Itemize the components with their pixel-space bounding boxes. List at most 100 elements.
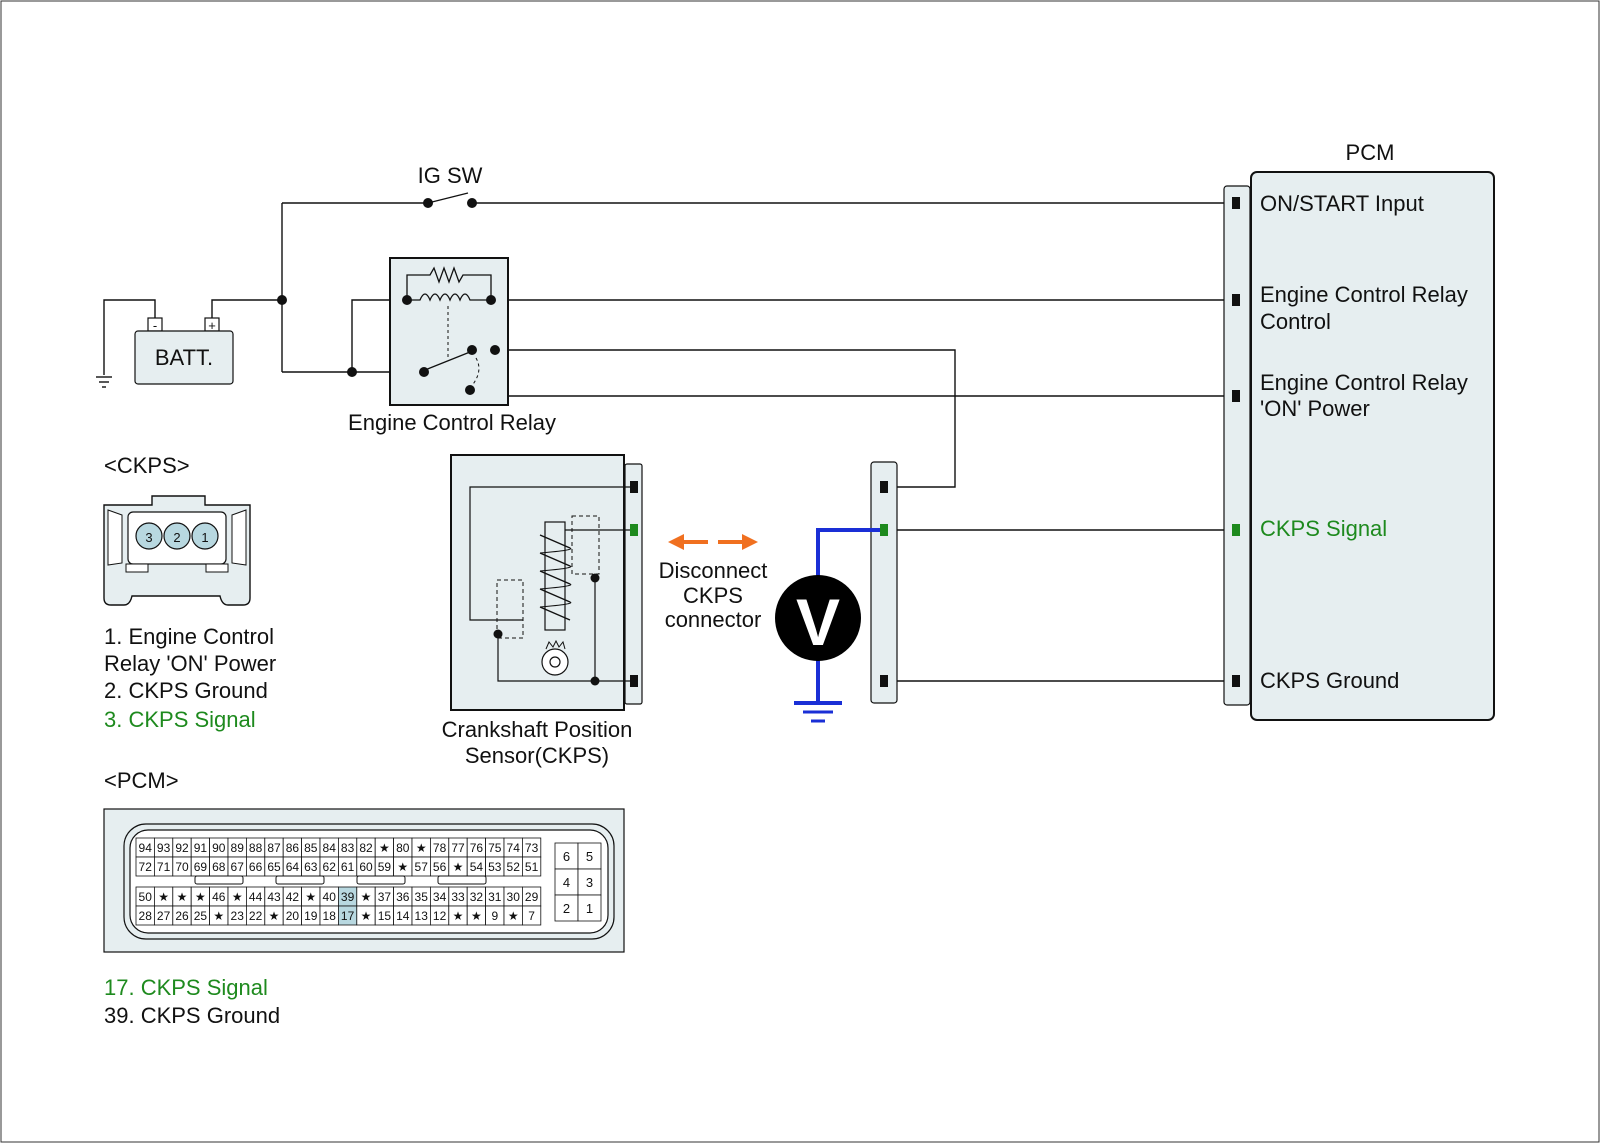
ig-sw-label: IG SW — [418, 163, 483, 188]
junction-dots — [277, 295, 357, 377]
pcm-small-pin-label: 2 — [563, 901, 570, 916]
pcm-pin-label: 50 — [139, 890, 153, 904]
pcm-pin-label: 51 — [525, 860, 539, 874]
pcm-pin-label: 42 — [286, 890, 300, 904]
pcm-pin-label: 18 — [323, 909, 337, 923]
pcm-pin-label: 33 — [451, 890, 465, 904]
pcm-pin-label: 43 — [267, 890, 281, 904]
pcm-small-pin-label: 6 — [563, 849, 570, 864]
pcm-pin-label: 60 — [359, 860, 373, 874]
pcm-pin-label: 84 — [323, 841, 337, 855]
pcm-pin-label: 12 — [433, 909, 447, 923]
voltmeter-label: V — [796, 585, 840, 659]
ckps-pin-1 — [191, 522, 219, 550]
ckps-connector-title: <CKPS> — [104, 453, 190, 478]
pcm-pin-label: 27 — [157, 909, 171, 923]
pcm-pin-label: 92 — [175, 841, 189, 855]
pcm-pin-label: ★ — [453, 860, 464, 874]
relay-coil-feed — [351, 299, 407, 372]
pcm-small-pin-label: 1 — [586, 901, 593, 916]
pcm-title: PCM — [1346, 140, 1395, 165]
pcm-pin-label: 46 — [212, 890, 226, 904]
relay-label: Engine Control Relay — [348, 410, 556, 435]
pcm-pin-label: ★ — [508, 909, 519, 923]
pcm-pin-label: ★ — [379, 841, 390, 855]
pcm-pin-label: 56 — [433, 860, 447, 874]
pcm-pin-label: 63 — [304, 860, 318, 874]
pcm-module: PCM ON/START Input Engine Control Relay … — [1223, 140, 1495, 721]
pcm-small-pin-label: 5 — [586, 849, 593, 864]
pcm-pin-label: 59 — [378, 860, 392, 874]
disconnect-label-2: CKPS — [683, 583, 743, 608]
batt-plus-label: + — [208, 318, 216, 333]
pcm-pin-label: 37 — [378, 890, 392, 904]
pcm-pin-label: ★ — [416, 841, 427, 855]
pcm-pin-label: ★ — [269, 909, 280, 923]
pcm-pin-label: 28 — [139, 909, 153, 923]
pcm-pin-label: 77 — [451, 841, 465, 855]
battery: - + BATT. — [134, 317, 234, 385]
ckps-pin-label: 2 — [173, 530, 180, 545]
pcm-on-start-label: ON/START Input — [1260, 191, 1424, 216]
ckps-legend-item1-line2: Relay 'ON' Power — [104, 651, 276, 676]
pcm-pin-label: 35 — [415, 890, 429, 904]
pcm-pin-label: 93 — [157, 841, 171, 855]
ground-symbol-icon — [96, 376, 112, 388]
ckps-sensor: Crankshaft Position Sensor(CKPS) — [442, 454, 643, 768]
pcm-pin-label: 36 — [396, 890, 410, 904]
pcm-pin-label: 76 — [470, 841, 484, 855]
pcm-pin-label: 14 — [396, 909, 410, 923]
ckps-pin-label: 1 — [201, 530, 208, 545]
pcm-pin-label: 57 — [415, 860, 429, 874]
disconnect-label-1: Disconnect — [659, 558, 768, 583]
pcm-legend-item39: 39. CKPS Ground — [104, 1003, 280, 1028]
batt-ground-wire — [103, 299, 156, 375]
pcm-pin-label: 32 — [470, 890, 484, 904]
relay-on-power-to-ckps — [495, 349, 956, 488]
pcm-ecr-control-label-2: Control — [1260, 309, 1331, 334]
pcm-pin-label: 53 — [488, 860, 502, 874]
ckps-legend-item3: 3. CKPS Signal — [104, 707, 256, 732]
pcm-pin-label: 85 — [304, 841, 318, 855]
pcm-pin-label: 7 — [528, 909, 535, 923]
pcm-pin-label: 69 — [194, 860, 208, 874]
pcm-pin-label: ★ — [453, 909, 464, 923]
pcm-pin-label: 88 — [249, 841, 263, 855]
pcm-pin-label: 17 — [341, 909, 355, 923]
pcm-pin-cell — [522, 905, 542, 926]
pcm-pin-label: 82 — [359, 841, 373, 855]
pcm-pin-label: 87 — [267, 841, 281, 855]
pcm-pin-label: 44 — [249, 890, 263, 904]
pcm-pin-label: 94 — [139, 841, 153, 855]
pcm-pin-label: 80 — [396, 841, 410, 855]
pcm-pin-label: 20 — [286, 909, 300, 923]
pcm-pin-label: 75 — [488, 841, 502, 855]
ckps-pin-label: 3 — [145, 530, 152, 545]
pcm-pin-label: 22 — [249, 909, 263, 923]
batt-label: BATT. — [155, 345, 213, 370]
pcm-pin-label: 66 — [249, 860, 263, 874]
ckps-connector-face: 3 2 1 — [103, 495, 251, 606]
engine-control-relay: Engine Control Relay — [348, 257, 556, 435]
pcm-pin-label: 62 — [323, 860, 337, 874]
ckps-legend-item1-line1: 1. Engine Control — [104, 624, 274, 649]
ckps-sensor-label-1: Crankshaft Position — [442, 717, 633, 742]
voltmeter: V — [775, 528, 880, 723]
ckps-legend-item2: 2. CKPS Ground — [104, 678, 268, 703]
pcm-pin-label: 15 — [378, 909, 392, 923]
pcm-pin-label: 71 — [157, 860, 171, 874]
pcm-small-pin-label: 4 — [563, 875, 570, 890]
pcm-pin-label: 61 — [341, 860, 355, 874]
pcm-small-pin-cell — [577, 894, 602, 922]
pcm-ecr-on-label-1: Engine Control Relay — [1260, 370, 1468, 395]
pcm-pin-label: 78 — [433, 841, 447, 855]
pcm-pin-label: 72 — [139, 860, 153, 874]
batt-minus-label: - — [153, 318, 157, 333]
pcm-pin-label: 52 — [507, 860, 521, 874]
pcm-pin-label: 29 — [525, 890, 539, 904]
